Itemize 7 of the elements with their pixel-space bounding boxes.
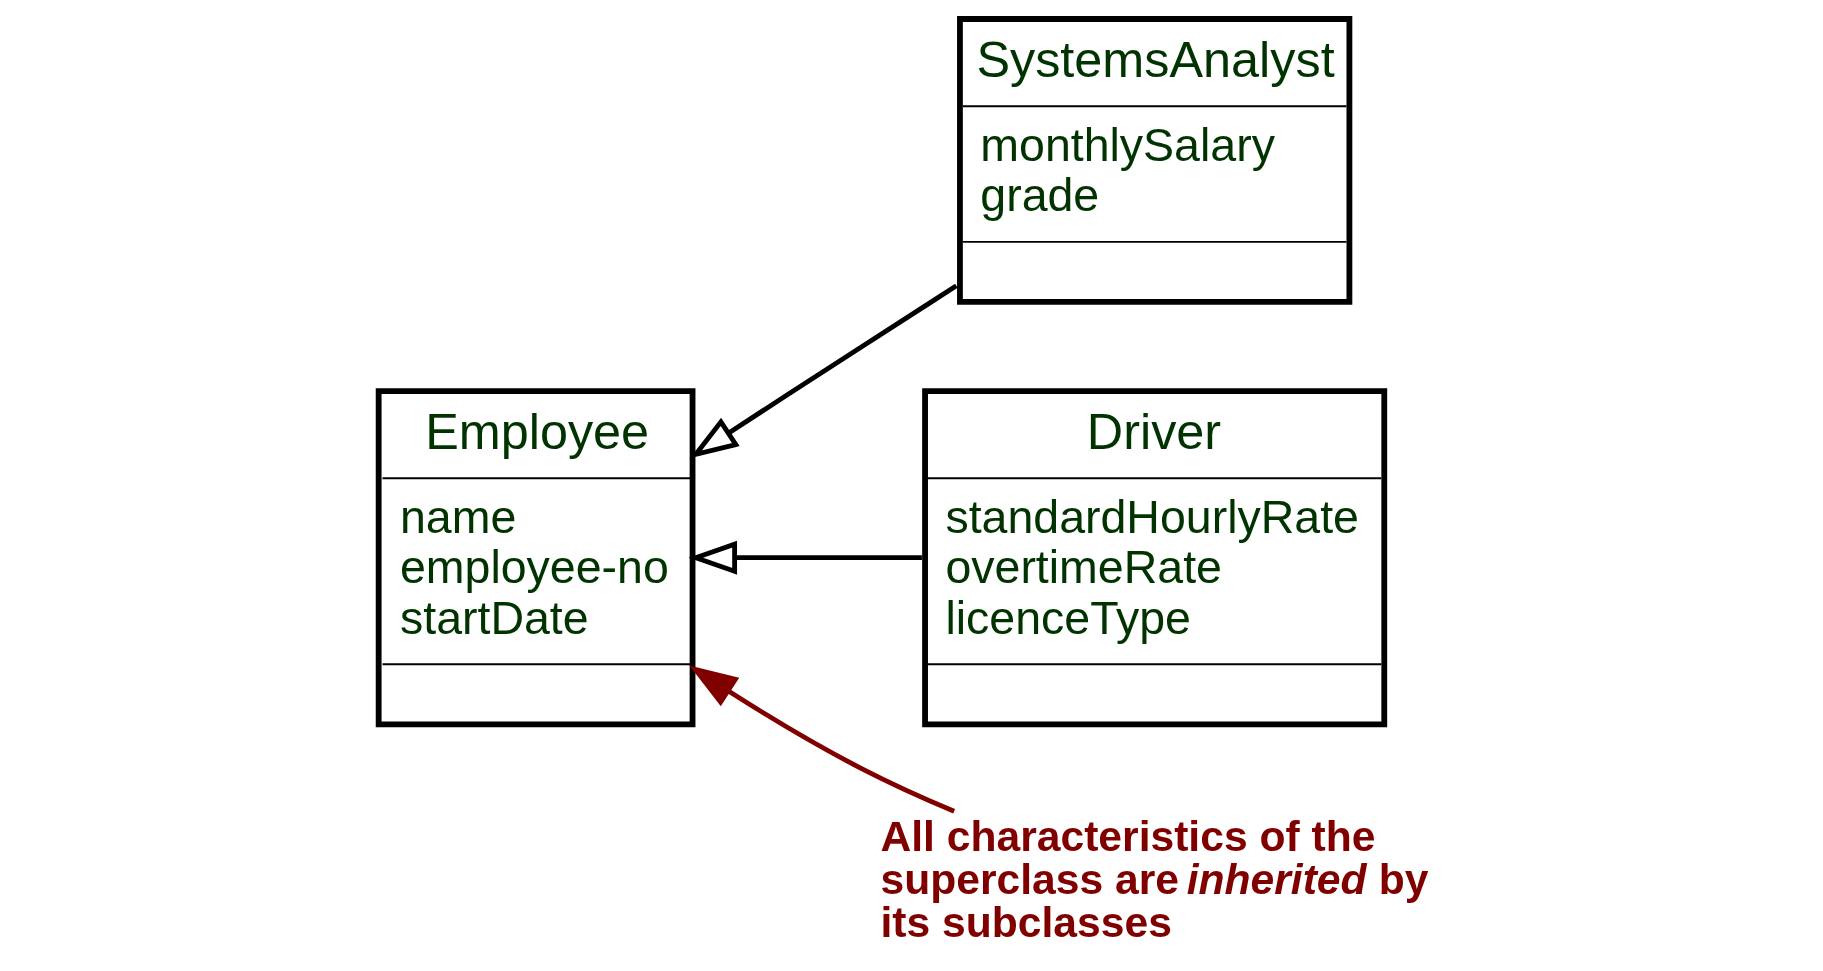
node-box: Driver standardHourlyRate overtimeRate licenceType xyxy=(922,388,1388,728)
arrow xyxy=(689,283,958,459)
arrow xyxy=(688,540,922,575)
arrow xyxy=(689,665,956,814)
node-box: SystemsAnalyst monthlySalary grade xyxy=(957,16,1353,305)
node-box: Employee name employee-no startDate xyxy=(375,388,696,728)
node-text: All characteristics of the superclass are inherited by its subclasses xyxy=(880,812,1429,946)
